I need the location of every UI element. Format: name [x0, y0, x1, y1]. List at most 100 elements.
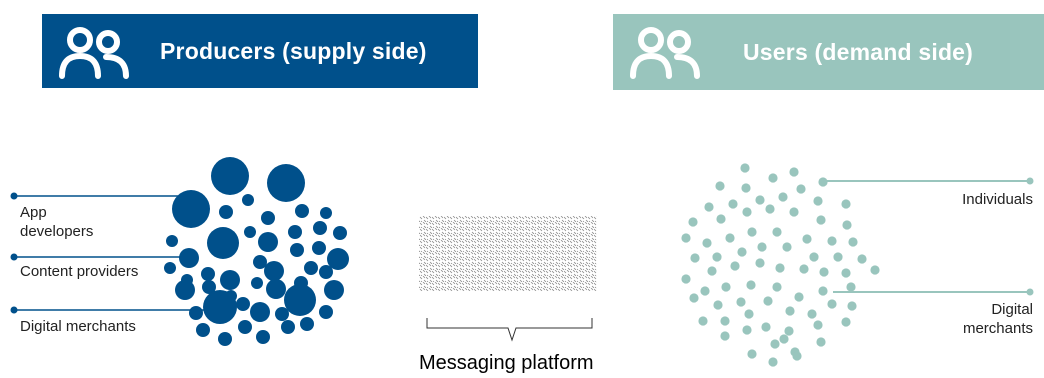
user-dot — [816, 215, 826, 225]
users-icon — [630, 27, 700, 79]
user-dot — [681, 233, 691, 243]
label-digital-merchants-demand: Digital merchants — [963, 300, 1033, 338]
label-digital-merchants-demand-line1: Digital — [991, 301, 1033, 318]
user-dot — [778, 192, 788, 202]
producer-dot — [203, 290, 237, 324]
label-individuals: Individuals — [962, 191, 1033, 208]
user-dot — [796, 184, 806, 194]
user-dot — [772, 282, 782, 292]
user-dot — [702, 238, 712, 248]
user-dot — [761, 322, 771, 332]
producer-dot — [256, 330, 270, 344]
user-dot — [740, 163, 750, 173]
producer-dot — [281, 320, 295, 334]
producer-dot — [220, 270, 240, 290]
users-icon — [59, 27, 129, 79]
supply-connectors — [14, 195, 205, 311]
user-dot — [747, 349, 757, 359]
user-dot — [779, 334, 789, 344]
producer-dot — [244, 226, 256, 238]
producer-dot — [266, 279, 286, 299]
producer-dot — [242, 194, 254, 206]
producer-dot — [267, 164, 305, 202]
producer-dot — [238, 320, 252, 334]
producer-dot — [175, 280, 195, 300]
user-dot — [747, 227, 757, 237]
user-dot — [700, 286, 710, 296]
producer-dot — [324, 280, 344, 300]
user-dot — [742, 325, 752, 335]
user-dot — [737, 247, 747, 257]
user-dot — [789, 207, 799, 217]
supply-endpoints — [10, 192, 18, 314]
producer-dot — [264, 261, 284, 281]
user-dot — [768, 173, 778, 183]
messaging-platform-block — [419, 216, 597, 291]
user-dot — [809, 252, 819, 262]
user-dot — [755, 258, 765, 268]
users-title: Users (demand side) — [743, 38, 974, 65]
user-dot — [725, 233, 735, 243]
user-dot — [713, 300, 723, 310]
label-app-developers-line1: App — [20, 204, 47, 221]
producer-dot — [313, 221, 327, 235]
user-dot — [816, 337, 826, 347]
user-dot — [698, 316, 708, 326]
producer-dot — [202, 280, 216, 294]
user-dot — [785, 306, 795, 316]
user-dot — [688, 217, 698, 227]
user-dot — [841, 317, 851, 327]
user-dot — [689, 293, 699, 303]
producer-dot — [218, 332, 232, 346]
user-dot — [757, 242, 767, 252]
user-dot — [841, 268, 851, 278]
producers-cluster — [164, 157, 349, 346]
messaging-platform-label: Messaging platform — [419, 352, 594, 374]
users-cluster — [681, 163, 880, 367]
user-dot — [742, 207, 752, 217]
user-dot — [721, 282, 731, 292]
producer-dot — [304, 261, 318, 275]
user-dot — [819, 267, 829, 277]
producer-dot — [258, 232, 278, 252]
user-dot — [772, 227, 782, 237]
platform-brace — [426, 318, 593, 342]
label-app-developers: App developers — [20, 203, 93, 241]
demand-connectors — [822, 180, 1030, 293]
user-dot — [833, 252, 843, 262]
user-dot — [794, 292, 804, 302]
user-dot — [841, 199, 851, 209]
label-digital-merchants: Digital merchants — [20, 318, 136, 335]
user-dot — [802, 234, 812, 244]
producer-dot — [320, 207, 332, 219]
producer-dot — [219, 205, 233, 219]
producer-dot — [189, 306, 203, 320]
user-dot — [827, 236, 837, 246]
producer-dot — [251, 277, 263, 289]
user-dot — [712, 252, 722, 262]
label-digital-merchants-demand-line2: merchants — [962, 320, 1033, 337]
producers-title: Producers (supply side) — [160, 37, 427, 64]
demand-endpoints — [1026, 177, 1034, 296]
user-dot — [847, 301, 857, 311]
user-dot — [784, 326, 794, 336]
producer-dot — [319, 305, 333, 319]
producer-dot — [250, 302, 270, 322]
user-dot — [775, 263, 785, 273]
user-dot — [807, 309, 817, 319]
producer-dot — [253, 255, 267, 269]
user-dot — [715, 181, 725, 191]
user-dot — [690, 253, 700, 263]
user-dot — [789, 167, 799, 177]
user-dot — [707, 266, 717, 276]
user-dot — [770, 339, 780, 349]
producer-dot — [172, 190, 210, 228]
user-dot — [744, 309, 754, 319]
user-dot — [728, 199, 738, 209]
user-dot — [746, 280, 756, 290]
producer-dot — [261, 211, 275, 225]
user-dot — [730, 261, 740, 271]
user-dot — [857, 254, 867, 264]
producer-dot — [236, 297, 250, 311]
